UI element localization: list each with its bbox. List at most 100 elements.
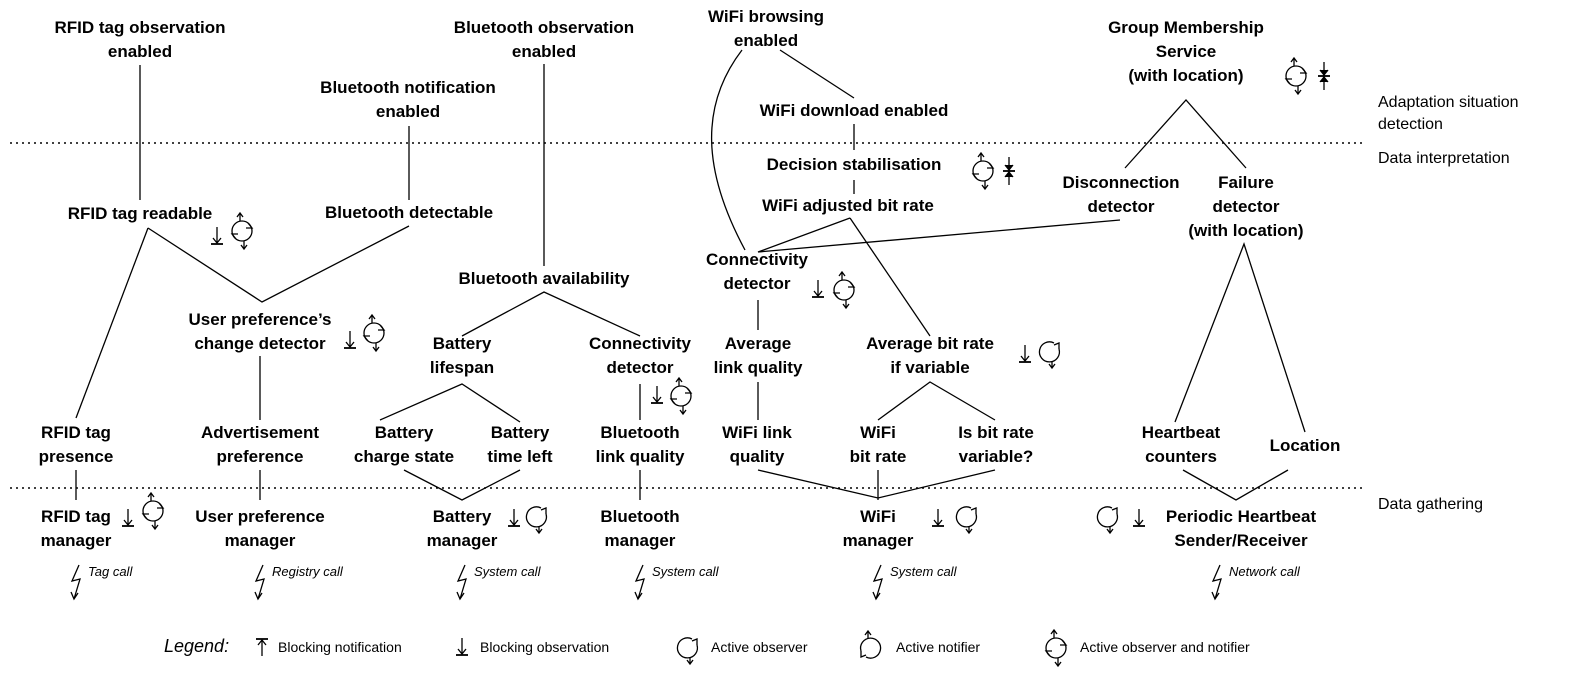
node-wifi-browsing-enabled: WiFi browsing enabled xyxy=(708,5,824,53)
legend-active-observer: Active observer xyxy=(711,639,808,655)
edge xyxy=(1174,242,1306,433)
node-line: manager xyxy=(426,531,498,550)
node-wifi-download-enabled: WiFi download enabled xyxy=(760,99,949,123)
blocking-observation-icon xyxy=(1132,508,1146,527)
layer-label-line: Adaptation situation xyxy=(1378,94,1519,111)
blocking-observation-icon xyxy=(343,330,357,349)
node-line: manager xyxy=(224,531,296,550)
node-line: Group Membership xyxy=(1108,18,1264,37)
call-label-system-wifi: System call xyxy=(890,564,957,579)
node-line: enabled xyxy=(733,31,799,50)
node-line: Periodic Heartbeat xyxy=(1165,507,1317,526)
lightning-arrow-icon xyxy=(456,564,467,601)
blocking-observation-icon xyxy=(811,279,825,298)
active-observer-notifier-icon xyxy=(670,377,692,415)
legend-blocking-notification: Blocking notification xyxy=(278,639,402,655)
edge xyxy=(1182,469,1289,501)
node-line: Battery xyxy=(374,423,434,442)
blocking-observation-icon xyxy=(650,385,664,404)
node-line: Bluetooth availability xyxy=(458,269,630,288)
node-line: WiFi xyxy=(860,507,896,526)
edge xyxy=(877,381,996,421)
node-line: Bluetooth detectable xyxy=(324,203,494,222)
edge xyxy=(147,225,410,303)
node-line: WiFi adjusted bit rate xyxy=(762,196,934,215)
active-observer-notifier-icon xyxy=(1285,57,1307,95)
call-label-tag: Tag call xyxy=(88,564,133,579)
node-rfid-tag-readable: RFID tag readable xyxy=(68,202,213,226)
node-line: variable? xyxy=(958,447,1034,466)
node-line: Bluetooth xyxy=(600,423,680,442)
legend-title: Legend: xyxy=(164,636,230,656)
lightning-arrow-icon xyxy=(70,564,81,601)
call-label-network: Network call xyxy=(1229,564,1300,579)
active-notifier-icon xyxy=(859,630,882,659)
node-line: Service xyxy=(1155,42,1217,61)
lightning-arrow-icon xyxy=(1211,564,1222,601)
node-line: charge state xyxy=(353,447,455,466)
layer-label-line: detection xyxy=(1378,116,1443,133)
call-label-system-bluetooth: System call xyxy=(652,564,719,579)
blocking-observation-icon xyxy=(121,508,135,527)
node-line: RFID tag xyxy=(41,423,111,442)
node-line: WiFi link xyxy=(722,423,792,442)
node-line: manager xyxy=(604,531,676,550)
active-observer-notifier-icon xyxy=(1045,629,1067,667)
blocking-notification-icon xyxy=(255,638,269,657)
edge xyxy=(710,49,746,251)
call-label-registry: Registry call xyxy=(272,564,343,579)
node-line: Average bit rate xyxy=(866,334,994,353)
node-line: Disconnection xyxy=(1062,173,1180,192)
node-line: Battery xyxy=(432,334,492,353)
node-line: WiFi xyxy=(860,423,896,442)
node-line: User preference’s xyxy=(188,310,332,329)
node-line: Is bit rate xyxy=(958,423,1034,442)
node-line: Average xyxy=(724,334,792,353)
node-decision-stabilisation: Decision stabilisation xyxy=(767,153,942,177)
node-line: Advertisement xyxy=(200,423,320,442)
node-line: detector xyxy=(606,358,674,377)
node-line: preference xyxy=(216,447,304,466)
node-line: RFID tag xyxy=(41,507,111,526)
node-bluetooth-detectable: Bluetooth detectable xyxy=(325,201,493,225)
edge xyxy=(1124,99,1247,169)
node-line: Connectivity xyxy=(588,334,692,353)
layer-label-gathering: Data gathering xyxy=(1378,496,1483,513)
edge xyxy=(461,291,641,337)
node-bluetooth-manager: Bluetooth manager xyxy=(600,505,679,553)
legend-blocking-observation: Blocking observation xyxy=(480,639,610,655)
node-line: link quality xyxy=(713,358,803,377)
edge xyxy=(379,383,521,423)
node-line: RFID tag readable xyxy=(67,204,213,223)
node-line: Bluetooth xyxy=(600,507,680,526)
blocking-observation-icon xyxy=(455,637,469,656)
node-line: RFID tag observation xyxy=(54,18,226,37)
active-observer-icon xyxy=(955,506,978,534)
blocking-observation-icon xyxy=(931,508,945,527)
node-line: link quality xyxy=(595,447,685,466)
active-observer-notifier-icon xyxy=(833,271,855,309)
node-line: Battery xyxy=(490,423,550,442)
node-bluetooth-availability: Bluetooth availability xyxy=(459,267,630,291)
node-is-bit-rate-variable: Is bit rate variable? xyxy=(958,421,1034,469)
call-label-system-battery: System call xyxy=(474,564,541,579)
active-observer-notifier-icon xyxy=(142,492,164,530)
node-line: lifespan xyxy=(429,358,495,377)
node-average-link-quality: Average link quality xyxy=(714,332,803,380)
node-line: enabled xyxy=(511,42,577,61)
layer-label-adaptation: Adaptation situation detection xyxy=(1378,92,1519,136)
node-line: counters xyxy=(1145,447,1217,466)
node-line: detector xyxy=(723,274,791,293)
edge xyxy=(757,469,996,499)
node-line: WiFi browsing xyxy=(707,7,825,26)
node-battery-charge-state: Battery charge state xyxy=(354,421,454,469)
active-observer-icon xyxy=(676,637,699,665)
